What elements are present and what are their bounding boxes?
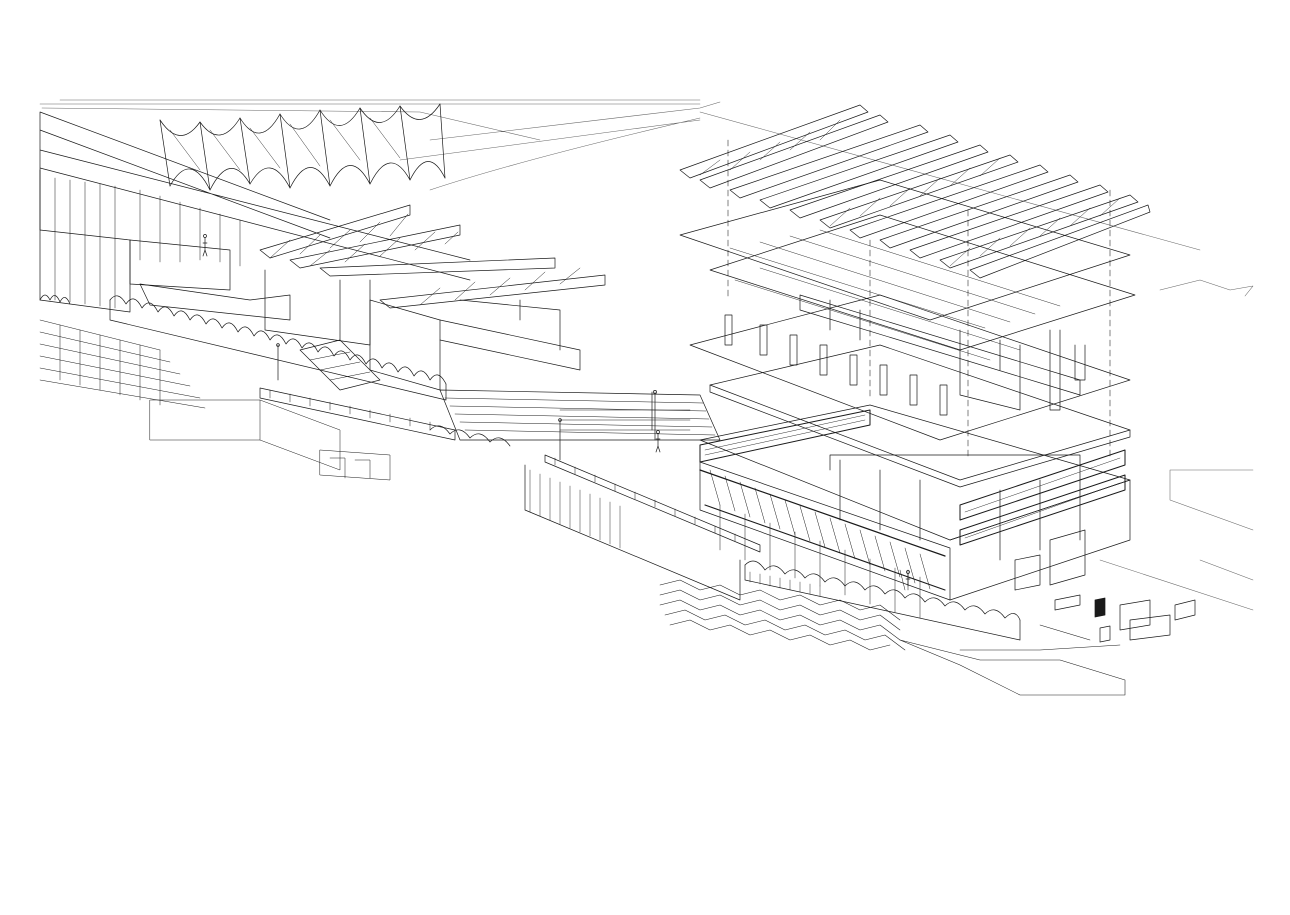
plaza-furniture bbox=[1055, 595, 1195, 642]
exploded-floor-slab bbox=[710, 345, 1130, 487]
context-lines bbox=[40, 100, 1253, 610]
left-edge-fence bbox=[40, 295, 510, 446]
exploded-columns bbox=[690, 295, 1130, 440]
left-ramps bbox=[260, 340, 455, 440]
human-figures bbox=[203, 234, 910, 587]
exploded-roof-plate bbox=[680, 180, 1135, 360]
left-terraces bbox=[40, 320, 390, 480]
central-ramp bbox=[525, 455, 760, 600]
explode-alignment-lines bbox=[728, 140, 1110, 460]
right-edge-fence bbox=[745, 561, 1020, 640]
right-building-body bbox=[700, 405, 1130, 618]
lamp-posts bbox=[276, 343, 652, 460]
middle-truss-roof bbox=[260, 205, 605, 390]
exploded-roof-trusses bbox=[680, 105, 1150, 278]
tensile-canopy bbox=[160, 104, 445, 190]
central-bleachers bbox=[440, 390, 720, 440]
left-roof-frame bbox=[40, 112, 470, 320]
right-seating-tiers bbox=[660, 580, 1125, 695]
